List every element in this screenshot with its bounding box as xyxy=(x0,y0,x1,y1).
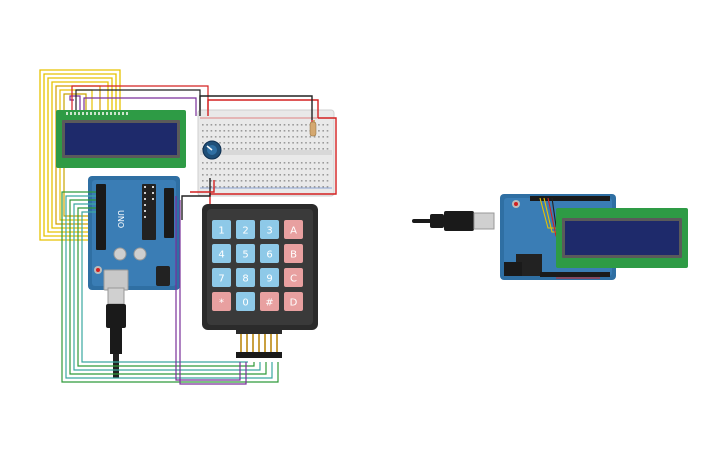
lcd-display-right xyxy=(556,208,688,268)
lcd-display-left xyxy=(56,110,186,168)
keypad-key-label: 4 xyxy=(218,250,224,261)
keypad-key[interactable]: 5 xyxy=(236,244,255,263)
wire-bundle-yellow[interactable] xyxy=(39,69,121,241)
keypad-key[interactable]: A xyxy=(284,220,303,239)
keypad-key-label: D xyxy=(290,298,298,309)
keypad-key[interactable]: 0 xyxy=(236,292,255,311)
keypad-key[interactable]: 6 xyxy=(260,244,279,263)
keypad-key[interactable]: 7 xyxy=(212,268,231,287)
keypad-key-label: 3 xyxy=(266,226,272,237)
breadboard-wires[interactable] xyxy=(181,95,337,220)
keypad-key-label: * xyxy=(219,298,224,309)
keypad-key-label: 8 xyxy=(242,274,248,285)
potentiometer-icon[interactable] xyxy=(202,140,222,160)
keypad-key-label: 1 xyxy=(218,226,224,237)
keypad-key[interactable]: 3 xyxy=(260,220,279,239)
keypad-key-label: A xyxy=(290,226,297,237)
keypad-key-label: 5 xyxy=(242,250,248,261)
keypad-key[interactable]: 9 xyxy=(260,268,279,287)
keypad-key-label: B xyxy=(290,250,297,261)
arduino-uno-left: UNO xyxy=(88,176,180,291)
keypad-key-label: 7 xyxy=(218,274,224,285)
keypad-key[interactable]: C xyxy=(284,268,303,287)
keypad-key-label: # xyxy=(265,298,273,309)
keypad-key-label: 2 xyxy=(242,226,248,237)
wire-bundle-keypad[interactable] xyxy=(61,191,279,385)
keypad-key-label: 0 xyxy=(242,298,248,309)
keypad-key[interactable]: 4 xyxy=(212,244,231,263)
resistor-icon[interactable] xyxy=(309,121,317,137)
breadboard xyxy=(197,109,335,197)
keypad-4x4: 1 2 3 A 4 5 6 B 7 8 9 C * 0 # D xyxy=(202,204,318,330)
keypad-key[interactable]: # xyxy=(260,292,279,311)
keypad-key[interactable]: 2 xyxy=(236,220,255,239)
usb-cable-icon[interactable] xyxy=(412,211,495,231)
keypad-key-label: 9 xyxy=(266,274,272,285)
keypad-key-label: C xyxy=(290,274,297,285)
keypad-key[interactable]: * xyxy=(212,292,231,311)
keypad-key[interactable]: 8 xyxy=(236,268,255,287)
breadboard-holes xyxy=(202,124,329,188)
arduino-label: UNO xyxy=(116,210,125,228)
keypad-key[interactable]: D xyxy=(284,292,303,311)
keypad-key-label: 6 xyxy=(266,250,272,261)
keypad-key[interactable]: B xyxy=(284,244,303,263)
keypad-connector xyxy=(236,330,282,358)
keypad-key[interactable]: 1 xyxy=(212,220,231,239)
